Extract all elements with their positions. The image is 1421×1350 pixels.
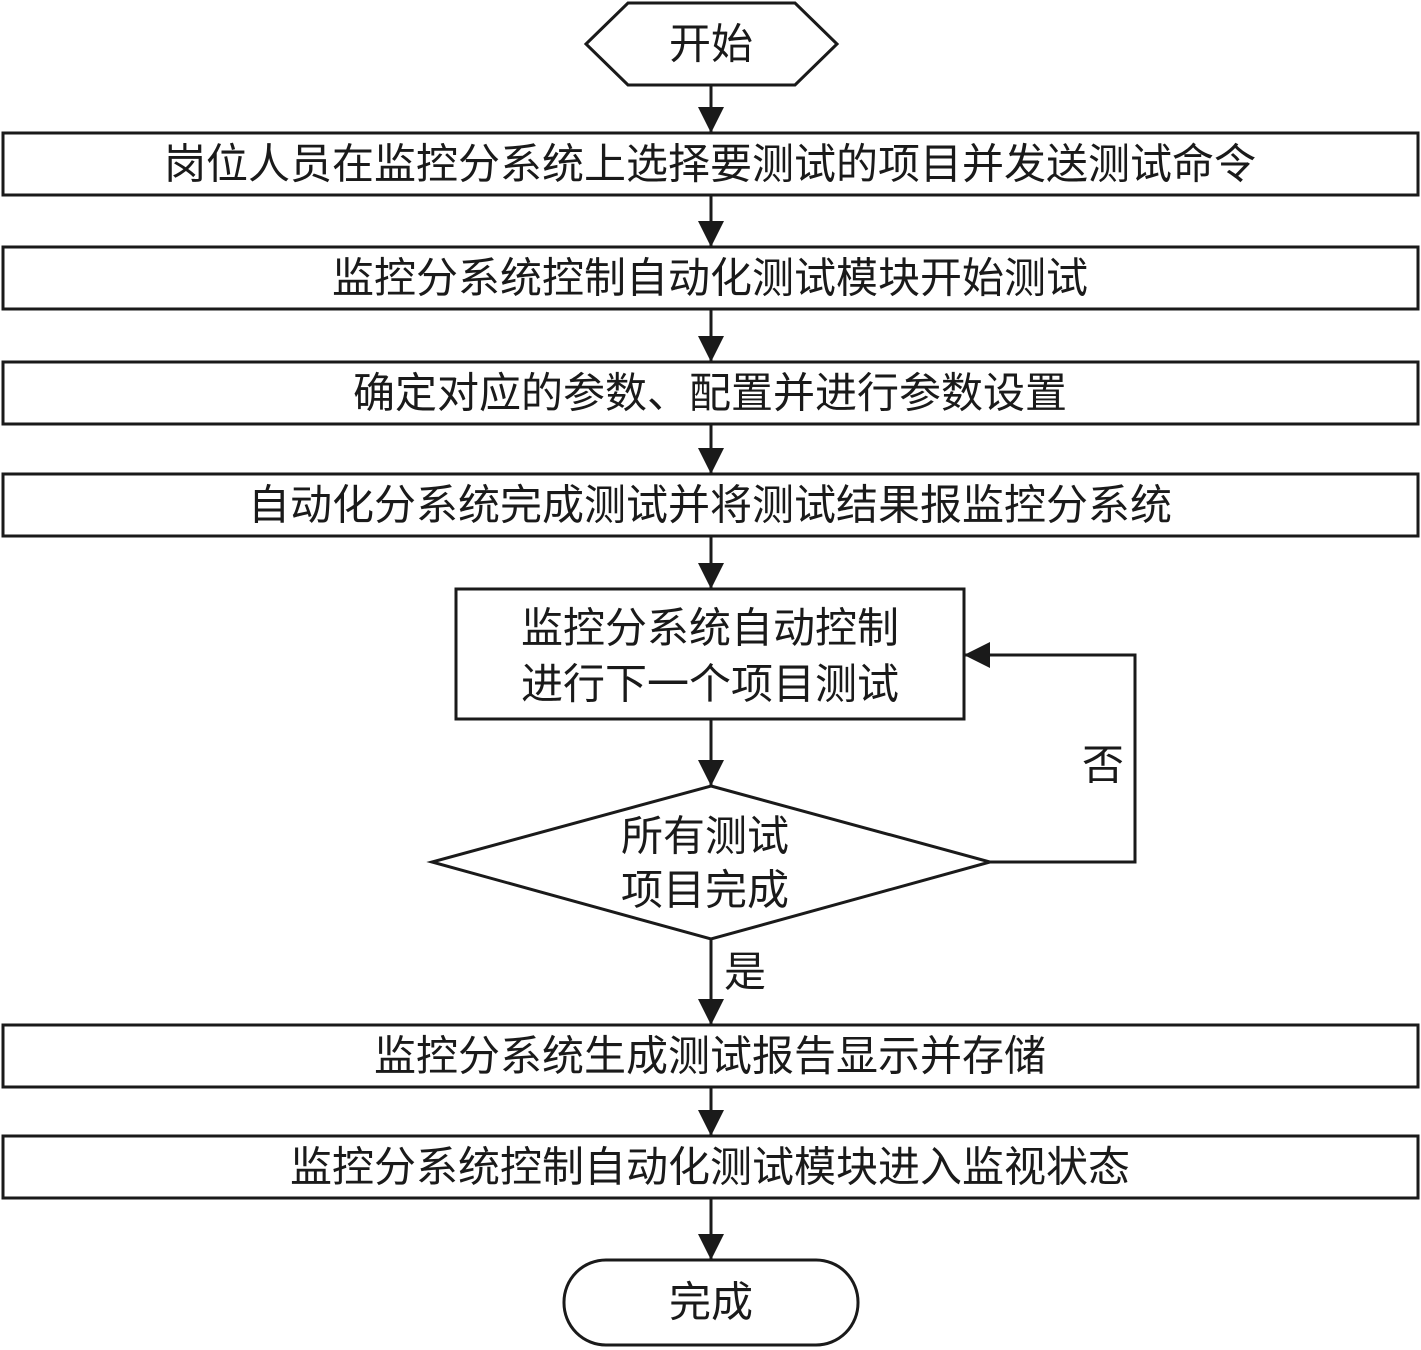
step2-label: 监控分系统控制自动化测试模块开始测试	[332, 254, 1088, 303]
step5-box	[454, 587, 966, 721]
step4-label: 自动化分系统完成测试并将测试结果报监控分系统	[248, 481, 1172, 530]
step5-label-line1: 监控分系统自动控制	[521, 604, 899, 653]
step4-box	[1, 472, 1420, 538]
step2-box	[1, 245, 1420, 311]
yes-label: 是	[724, 948, 766, 997]
step3-box	[1, 360, 1420, 426]
no-label: 否	[1082, 741, 1124, 790]
step7-label: 监控分系统控制自动化测试模块进入监视状态	[290, 1143, 1130, 1192]
decision-label-line1: 所有测试	[621, 812, 789, 861]
step3-label: 确定对应的参数、配置并进行参数设置	[353, 369, 1067, 418]
end-node	[562, 1258, 860, 1347]
step1-label: 岗位人员在监控分系统上选择要测试的项目并发送测试命令	[164, 140, 1256, 189]
start-label: 开始	[669, 20, 753, 69]
start-node	[583, 1, 840, 87]
decision-label-line2: 项目完成	[621, 866, 789, 915]
step1-box	[1, 131, 1420, 197]
arrow-no-loop	[964, 642, 1137, 864]
decision-node	[426, 784, 996, 941]
step5-label-line2: 进行下一个项目测试	[521, 660, 899, 709]
step6-label: 监控分系统生成测试报告显示并存储	[374, 1032, 1046, 1081]
end-label: 完成	[669, 1278, 753, 1327]
step7-box	[1, 1134, 1420, 1200]
